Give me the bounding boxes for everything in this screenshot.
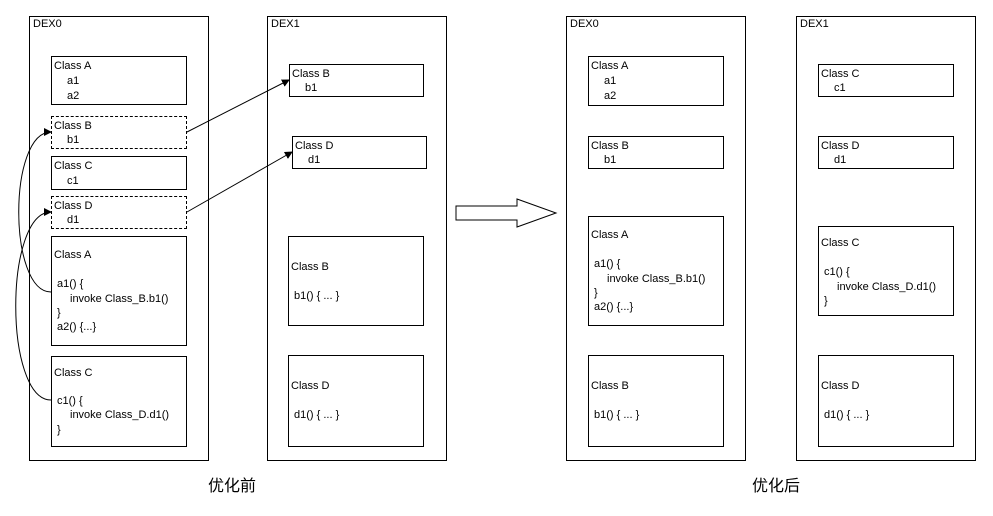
field-item: a2 [604, 90, 617, 102]
before-dex0-class-a-methods [51, 236, 187, 346]
after-dex1-class-d-fields [818, 136, 954, 169]
before-dex0-class-b-stub [51, 116, 187, 149]
before-caption: 优化前 [208, 478, 257, 495]
code-line: invoke Class_B.b1() [70, 293, 169, 305]
code-line: } [824, 295, 828, 307]
class-title: Class C [821, 68, 860, 80]
field-item: a2 [67, 90, 80, 102]
code-line: a1() { [594, 258, 621, 270]
class-title: Class A [54, 249, 92, 261]
code-line: d1() { ... } [824, 409, 870, 421]
class-title: Class A [591, 229, 629, 241]
field-item: d1 [67, 214, 80, 226]
code-line: } [594, 287, 598, 299]
after-dex0-class-b-fields [588, 136, 724, 169]
code-line: b1() { ... } [594, 409, 640, 421]
field-item: c1 [834, 82, 846, 94]
class-title: Class A [591, 60, 629, 72]
after-caption: 优化后 [752, 478, 801, 495]
before-dex0-class-a-fields [51, 56, 187, 105]
class-title: Class B [54, 120, 92, 132]
field-item: d1 [834, 154, 847, 166]
class-title: Class B [591, 380, 629, 392]
before-dex1-class-b-methods [288, 236, 424, 326]
after-dex1-class-c-methods [818, 226, 954, 316]
class-title: Class D [821, 140, 860, 152]
code-line: invoke Class_D.d1() [837, 281, 937, 293]
class-title: Class D [291, 380, 330, 392]
reference-arrow-a1-to-class-b [18, 128, 52, 293]
class-title: Class C [821, 237, 860, 249]
code-line: invoke Class_D.d1() [70, 409, 170, 421]
code-line: } [57, 307, 61, 319]
move-arrow-class-d [186, 151, 293, 213]
class-title: Class C [54, 367, 93, 379]
after-dex0-class-a-fields [588, 56, 724, 106]
field-item: b1 [67, 134, 80, 146]
after-dex1-class-d-methods [818, 355, 954, 447]
before-dex1-class-b-fields [289, 64, 424, 97]
after-dex1-class-c-fields [818, 64, 954, 97]
before-dex1-label: DEX1 [271, 18, 300, 30]
before-dex1-class-d-fields [292, 136, 427, 169]
after-dex0-class-b-methods [588, 355, 724, 447]
field-item: b1 [305, 82, 318, 94]
code-line: a2() {...} [57, 321, 97, 333]
class-title: Class B [291, 261, 329, 273]
code-line: c1() { [824, 266, 850, 278]
field-item: a1 [67, 75, 80, 87]
code-line: b1() { ... } [294, 290, 340, 302]
field-item: d1 [308, 154, 321, 166]
before-dex1-class-d-methods [288, 355, 424, 447]
field-item: c1 [67, 175, 79, 187]
class-title: Class D [54, 200, 93, 212]
before-dex0-class-d-stub [51, 196, 187, 229]
before-dex0-class-c-methods [51, 356, 187, 447]
code-line: a1() { [57, 278, 84, 290]
class-title: Class A [54, 60, 92, 72]
code-line: } [57, 424, 61, 436]
transition-arrow [455, 198, 558, 228]
code-line: c1() { [57, 395, 83, 407]
before-dex0-label: DEX0 [33, 18, 62, 30]
after-dex0-class-a-methods [588, 216, 724, 326]
move-arrow-class-b [186, 79, 290, 133]
class-title: Class B [591, 140, 629, 152]
before-dex0-class-c-fields [51, 156, 187, 190]
field-item: b1 [604, 154, 617, 166]
field-item: a1 [604, 75, 617, 87]
code-line: d1() { ... } [294, 409, 340, 421]
reference-arrow-c1-to-class-d [15, 208, 52, 401]
class-title: Class D [821, 380, 860, 392]
after-dex1-label: DEX1 [800, 18, 829, 30]
class-title: Class B [292, 68, 330, 80]
after-dex0-label: DEX0 [570, 18, 599, 30]
code-line: a2() {...} [594, 301, 634, 313]
class-title: Class D [295, 140, 334, 152]
class-title: Class C [54, 160, 93, 172]
code-line: invoke Class_B.b1() [607, 273, 706, 285]
